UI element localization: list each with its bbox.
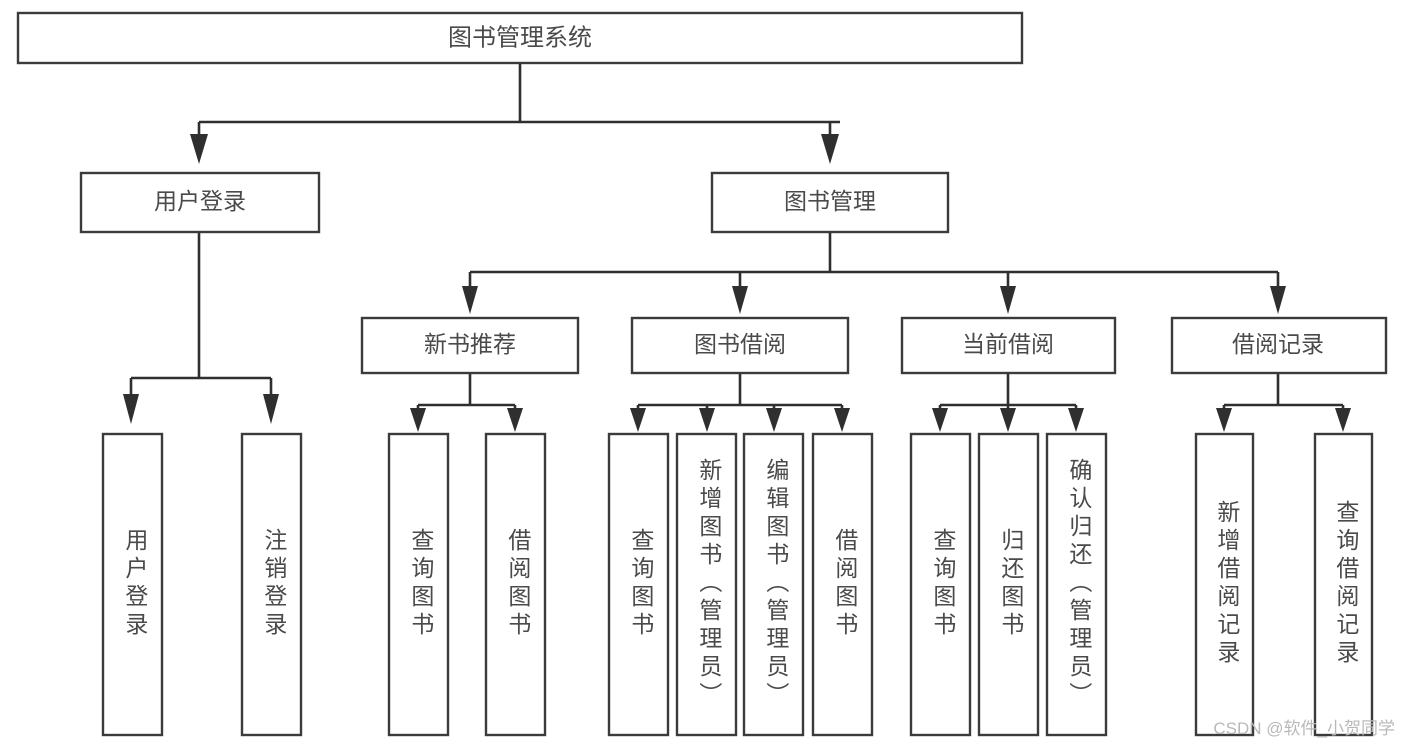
arrow-bookborrow-leaf-4 [834,408,850,432]
leaf-current-borrow-1-box[interactable] [909,432,972,737]
leaf-new-book-rec-2-label: 借阅图书 [505,528,532,640]
arrow-userlogin-leaf-2 [263,394,279,424]
node-root[interactable]: 图书管理系统 [16,11,1024,65]
leaf-user-login-2[interactable]: 注销登录 [240,432,303,737]
leaf-book-borrow-4[interactable]: 借阅图书 [811,432,874,737]
leaf-book-borrow-2[interactable]: 新增图书（管理员） [675,432,738,737]
node-root-box[interactable] [16,11,1024,65]
leaf-borrow-record-2-box[interactable] [1313,432,1374,737]
leaf-user-login-2-box[interactable] [240,432,303,737]
node-book-manage[interactable]: 图书管理 [710,171,950,234]
arrow-bookmanage-to-newbook [462,286,478,314]
arrow-borrowrecord-leaf-1 [1216,408,1232,432]
leaf-current-borrow-2[interactable]: 归还图书 [977,432,1040,737]
leaf-current-borrow-1[interactable]: 查询图书 [909,432,972,737]
arrow-bookmanage-to-currentborrow [1000,286,1016,314]
arrow-bookmanage-to-bookborrow [732,286,748,314]
leaf-current-borrow-3-label: 确认归还（管理员） [1066,458,1093,710]
leaf-current-borrow-2-label: 归还图书 [998,528,1025,640]
node-book-borrow-box[interactable] [630,316,850,375]
node-user-login-label: 用户登录 [154,188,246,214]
leaf-book-borrow-1-label: 查询图书 [628,528,655,640]
leaf-borrow-record-1-box[interactable] [1194,432,1255,737]
node-current-borrow-box[interactable] [900,316,1117,375]
node-user-login-box[interactable] [79,171,321,234]
leaf-book-borrow-4-box[interactable] [811,432,874,737]
arrow-bookborrow-leaf-1 [630,408,646,432]
leaf-new-book-rec-1-label: 查询图书 [408,528,435,640]
leaf-book-borrow-1[interactable]: 查询图书 [607,432,670,737]
arrow-newbook-leaf-2 [507,408,523,432]
node-book-borrow-label: 图书借阅 [694,331,786,357]
leaf-user-login-1-box[interactable] [101,432,164,737]
leaf-current-borrow-1-label: 查询图书 [930,528,957,640]
arrow-currentborrow-leaf-2 [1000,408,1016,432]
arrow-bookborrow-leaf-2 [699,408,715,432]
node-borrow-record[interactable]: 借阅记录 [1170,316,1388,375]
leaf-current-borrow-3[interactable]: 确认归还（管理员） [1045,432,1108,737]
connector-layer [123,63,1351,432]
leaf-borrow-record-2-label: 查询借阅记录 [1333,500,1360,668]
node-borrow-record-box[interactable] [1170,316,1388,375]
arrow-root-to-book-manage [821,134,839,164]
leaf-borrow-record-1[interactable]: 新增借阅记录 [1194,432,1255,737]
leaf-user-login-1[interactable]: 用户登录 [101,432,164,737]
leaf-new-book-rec-2-box[interactable] [484,432,547,737]
arrow-currentborrow-leaf-3 [1068,408,1084,432]
node-current-borrow[interactable]: 当前借阅 [900,316,1117,375]
leaf-book-borrow-4-label: 借阅图书 [832,528,859,640]
leaf-user-login-2-label: 注销登录 [261,528,288,640]
node-book-manage-box[interactable] [710,171,950,234]
leaf-new-book-rec-1-box[interactable] [387,432,450,737]
leaf-book-borrow-2-label: 新增图书（管理员） [696,458,723,710]
arrow-newbook-leaf-1 [410,408,426,432]
node-new-book-rec-box[interactable] [360,316,580,375]
leaf-new-book-rec-1[interactable]: 查询图书 [387,432,450,737]
leaf-current-borrow-2-box[interactable] [977,432,1040,737]
arrow-currentborrow-leaf-1 [932,408,948,432]
arrow-borrowrecord-leaf-2 [1335,408,1351,432]
arrow-bookborrow-leaf-3 [766,408,782,432]
leaf-book-borrow-1-box[interactable] [607,432,670,737]
leaf-user-login-1-label: 用户登录 [122,528,149,640]
leaf-book-borrow-3[interactable]: 编辑图书（管理员） [742,432,805,737]
node-current-borrow-label: 当前借阅 [962,331,1054,357]
node-book-manage-label: 图书管理 [784,188,876,214]
leaf-book-borrow-3-label: 编辑图书（管理员） [763,458,790,710]
leaf-current-borrow-3-box[interactable] [1045,432,1108,737]
leaf-borrow-record-1-label: 新增借阅记录 [1214,500,1241,668]
leaf-new-book-rec-2[interactable]: 借阅图书 [484,432,547,737]
leaf-book-borrow-3-box[interactable] [742,432,805,737]
leaf-book-borrow-2-box[interactable] [675,432,738,737]
node-new-book-rec-label: 新书推荐 [424,331,516,357]
arrow-userlogin-leaf-1 [123,394,139,424]
node-borrow-record-label: 借阅记录 [1232,331,1324,357]
arrow-root-to-user-login [190,134,208,164]
arrow-bookmanage-to-borrowrecord [1270,286,1286,314]
leaf-borrow-record-2[interactable]: 查询借阅记录 [1313,432,1374,737]
node-new-book-rec[interactable]: 新书推荐 [360,316,580,375]
node-book-borrow[interactable]: 图书借阅 [630,316,850,375]
node-user-login[interactable]: 用户登录 [79,171,321,234]
node-root-label: 图书管理系统 [448,24,592,51]
